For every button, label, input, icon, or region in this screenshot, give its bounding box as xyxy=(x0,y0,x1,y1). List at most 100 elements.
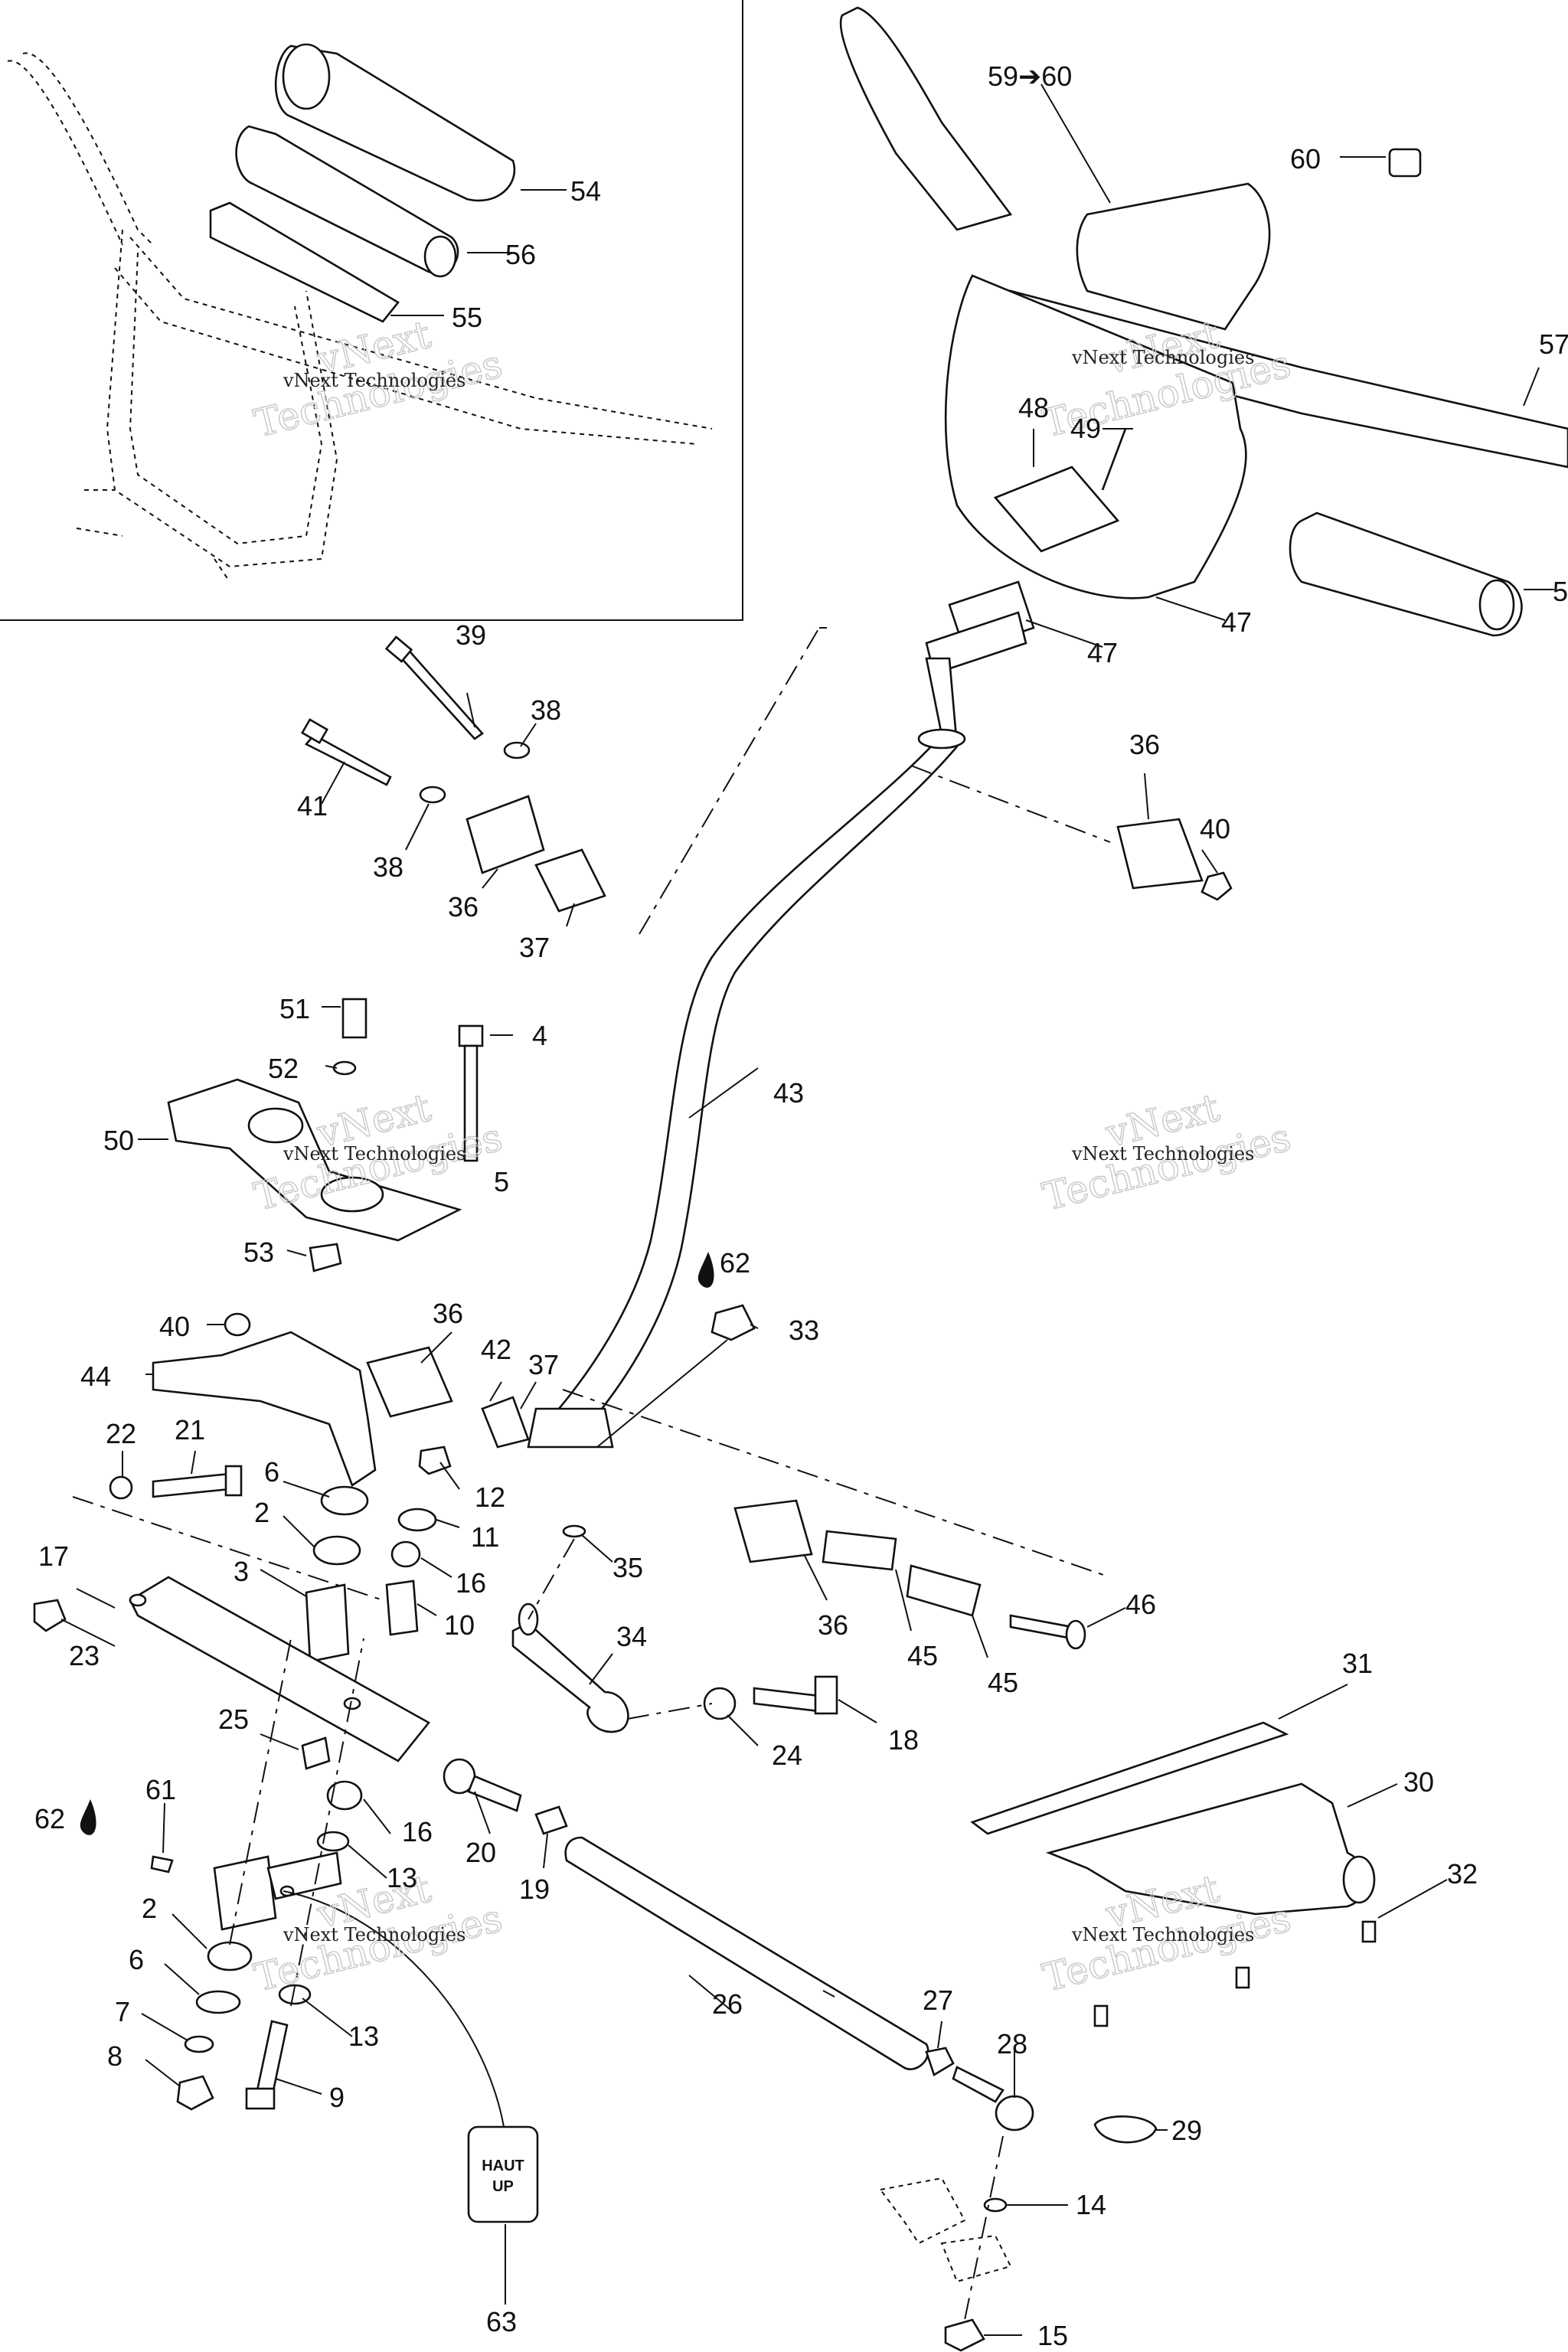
clamp-36-mid xyxy=(366,1346,453,1418)
nut-53 xyxy=(309,1243,342,1272)
callout-2-lower: 2 xyxy=(142,1893,157,1924)
washer-52 xyxy=(332,1060,357,1076)
watermark-caption: vNext Technologies xyxy=(283,1924,466,1945)
callout-42: 42 xyxy=(481,1334,511,1365)
sleeve-37-mid xyxy=(481,1396,530,1449)
bolt-39 xyxy=(384,635,484,740)
callout-labels: 54 56 55 59➔60 60 57 48 49 47 5 47 39 38… xyxy=(34,60,1568,2351)
callout-13-upper: 13 xyxy=(387,1862,417,1893)
bushing-2-lower xyxy=(207,1941,253,1971)
callout-9: 9 xyxy=(329,2082,345,2113)
washer-35 xyxy=(562,1524,586,1538)
callout-46: 46 xyxy=(1125,1589,1156,1620)
plate-31 xyxy=(970,1721,1289,1835)
callout-23: 23 xyxy=(69,1640,100,1671)
callout-24: 24 xyxy=(772,1740,802,1771)
washer-13-upper xyxy=(316,1831,350,1852)
foam-tube-56 xyxy=(235,125,459,278)
nut-23 xyxy=(33,1599,67,1632)
bolt-46 xyxy=(1009,1614,1086,1650)
callout-3: 3 xyxy=(234,1556,249,1587)
callout-16-lower: 16 xyxy=(402,1816,433,1847)
callout-33: 33 xyxy=(789,1315,819,1346)
callout-27: 27 xyxy=(923,1984,953,2016)
clamp-36-right xyxy=(1116,818,1204,890)
link-45-a xyxy=(822,1530,897,1571)
callout-19: 19 xyxy=(519,1873,550,1905)
watermark-caption: vNext Technologies xyxy=(1071,1143,1254,1165)
washer-14 xyxy=(983,2197,1008,2213)
rivet-32-a xyxy=(1361,1920,1377,1943)
nut-15 xyxy=(944,2318,985,2352)
callout-45-b: 45 xyxy=(988,1667,1018,1698)
callout-14: 14 xyxy=(1076,2189,1106,2220)
tie-rod-26 xyxy=(564,1836,929,2070)
nut-25 xyxy=(301,1736,331,1770)
decal-line2: UP xyxy=(492,2178,514,2195)
watermark-caption: vNext Technologies xyxy=(1071,347,1254,368)
callout-16-upper: 16 xyxy=(456,1567,486,1599)
callout-38-lower: 38 xyxy=(373,851,403,883)
handle-grip-58 xyxy=(1289,511,1523,637)
callout-30: 30 xyxy=(1403,1766,1434,1798)
callout-40-left: 40 xyxy=(159,1311,190,1342)
callout-5: 5 xyxy=(494,1166,509,1197)
spacer-10 xyxy=(385,1579,419,1636)
decal-63: HAUT UP xyxy=(467,2125,539,2223)
nut-33 xyxy=(710,1304,756,1341)
callout-6-upper: 6 xyxy=(264,1456,279,1488)
callout-12: 12 xyxy=(475,1481,505,1513)
callout-44: 44 xyxy=(80,1361,111,1392)
steering-column-43 xyxy=(527,657,966,1449)
callout-20: 20 xyxy=(466,1837,496,1868)
callout-35: 35 xyxy=(612,1552,643,1583)
callout-62-upper: 62 xyxy=(720,1247,750,1279)
steering-arm-lower xyxy=(213,1851,342,1931)
callout-52: 52 xyxy=(268,1053,299,1084)
spindle-arm xyxy=(879,2177,1012,2283)
bolt-41 xyxy=(300,718,392,786)
bolt-21 xyxy=(152,1465,243,1498)
callout-32: 32 xyxy=(1447,1858,1478,1890)
callout-2-upper: 2 xyxy=(254,1497,270,1528)
callout-22: 22 xyxy=(106,1418,136,1449)
rivet-32-c xyxy=(1093,2004,1109,2027)
callout-62-lower: 62 xyxy=(34,1803,65,1834)
callout-43: 43 xyxy=(773,1077,804,1109)
steering-arm-plate xyxy=(129,1576,430,1762)
bolt-4 xyxy=(458,1024,484,1162)
washer-38-upper xyxy=(503,741,531,760)
bracket-44 xyxy=(152,1331,377,1487)
callout-48: 48 xyxy=(1018,392,1049,423)
washer-24 xyxy=(703,1687,737,1720)
callout-15: 15 xyxy=(1037,2320,1068,2351)
bolt-51 xyxy=(341,998,368,1039)
rivet-32-b xyxy=(1235,1966,1250,1989)
callout-57: 57 xyxy=(1539,328,1568,360)
clamp-36-left xyxy=(466,795,545,874)
bushing-16-lower xyxy=(326,1780,363,1811)
nut-40-right xyxy=(1200,871,1233,901)
callout-31: 31 xyxy=(1342,1648,1373,1679)
boot-30 xyxy=(1045,1782,1376,1916)
washer-6-lower xyxy=(195,1990,241,2014)
handlebar-57 xyxy=(839,6,1568,469)
callout-13-lower: 13 xyxy=(348,2020,379,2052)
cap-29 xyxy=(1093,2115,1158,2144)
callout-56: 56 xyxy=(505,239,536,270)
callout-58: 5 xyxy=(1553,576,1568,607)
callout-37-left: 37 xyxy=(519,932,550,963)
nut-27 xyxy=(925,2047,955,2076)
callout-47-upper: 47 xyxy=(1221,606,1252,638)
nut-40-left xyxy=(224,1312,251,1337)
callout-38-upper: 38 xyxy=(531,694,561,726)
watermark-caption: vNext Technologies xyxy=(283,1143,466,1165)
nut-12 xyxy=(418,1446,452,1475)
nut-8 xyxy=(176,2075,214,2111)
callout-51: 51 xyxy=(279,993,310,1024)
bushing-2-upper xyxy=(312,1535,361,1566)
link-45-b xyxy=(906,1564,982,1617)
riser-clamps-47 xyxy=(925,428,1127,675)
callout-10: 10 xyxy=(444,1609,475,1641)
grease-drop-icon xyxy=(80,1799,96,1835)
